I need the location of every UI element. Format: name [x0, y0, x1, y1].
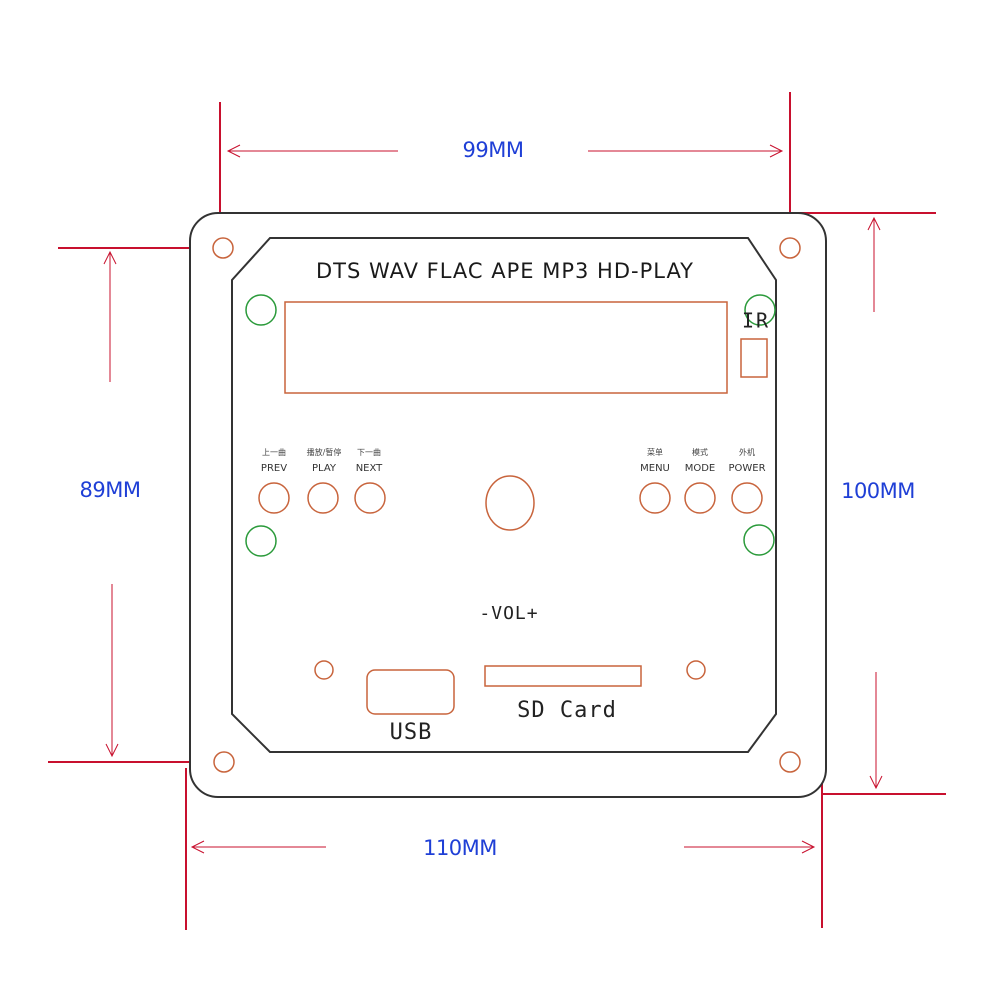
power-button-cn-label: 外机	[739, 447, 755, 457]
volume-knob[interactable]	[485, 475, 535, 531]
menu-button-cn-label: 菜单	[647, 447, 663, 457]
display-window	[284, 301, 728, 394]
prev-button-cn-label: 上一曲	[262, 447, 286, 457]
mounting-hole-bottom-right	[779, 751, 801, 773]
ir-receiver-window	[740, 338, 768, 378]
usb-port[interactable]	[366, 669, 455, 715]
left-button-group: 上一曲 PREV 播放/暂停 PLAY 下一曲 NEXT	[258, 447, 386, 514]
play-button[interactable]	[307, 482, 339, 514]
prev-button-label: PREV	[261, 463, 287, 474]
next-button-label: NEXT	[356, 463, 383, 474]
dim-label-top: 99MM	[463, 138, 524, 162]
dimension-lines	[48, 92, 946, 930]
ir-label: IR	[742, 309, 770, 333]
mode-button-cn-label: 模式	[692, 447, 708, 457]
usb-label: USB	[390, 720, 433, 745]
next-button[interactable]	[354, 482, 386, 514]
dimension-arrows	[103, 144, 883, 854]
mounting-hole-top-right	[779, 237, 801, 259]
panel-inner-faceplate	[231, 237, 777, 753]
led-bottom-left	[245, 525, 277, 557]
dim-label-left: 89MM	[80, 478, 141, 502]
led-bottom-right	[743, 524, 775, 556]
mounting-holes	[212, 237, 801, 773]
led-top-left	[245, 294, 277, 326]
sd-card-slot[interactable]	[484, 665, 642, 687]
power-button[interactable]	[731, 482, 763, 514]
next-button-cn-label: 下一曲	[357, 447, 381, 457]
play-button-label: PLAY	[312, 463, 337, 474]
mounting-hole-bottom-left	[213, 751, 235, 773]
mounting-hole-top-left	[212, 237, 234, 259]
mode-button[interactable]	[684, 482, 716, 514]
volume-label: -VOL+	[479, 603, 538, 624]
menu-button-label: MENU	[640, 463, 670, 474]
prev-button[interactable]	[258, 482, 290, 514]
power-button-label: POWER	[728, 463, 765, 474]
mode-button-label: MODE	[685, 463, 716, 474]
panel-title: DTS WAV FLAC APE MP3 HD-PLAY	[316, 259, 694, 283]
menu-button[interactable]	[639, 482, 671, 514]
play-button-cn-label: 播放/暂停	[307, 447, 342, 457]
dim-label-bottom: 110MM	[423, 836, 497, 860]
sd-card-label: SD Card	[517, 698, 617, 723]
screw-hole-left	[314, 660, 334, 680]
screw-hole-right	[686, 660, 706, 680]
dim-label-right: 100MM	[841, 479, 915, 503]
led-indicators	[245, 294, 776, 557]
right-button-group: 菜单 MENU 模式 MODE 外机 POWER	[639, 447, 766, 514]
led-top-right	[744, 294, 776, 326]
